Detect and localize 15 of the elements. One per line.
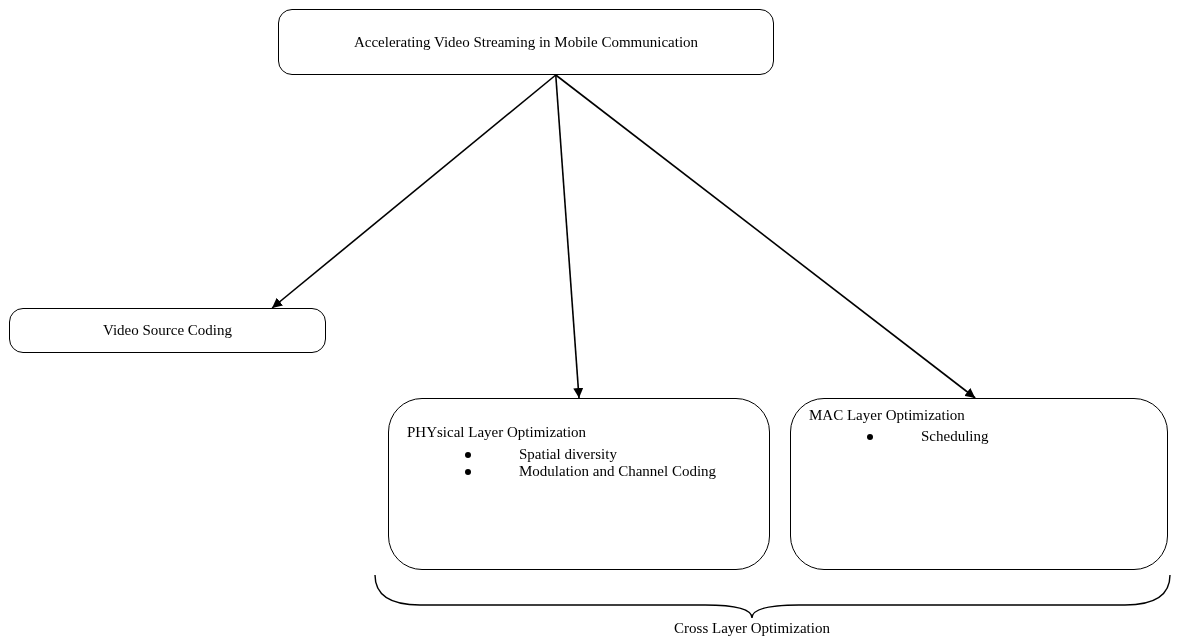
bullet-text: Spatial diversity xyxy=(519,446,617,462)
node-heading: PHYsical Layer Optimization xyxy=(407,424,587,441)
arrow xyxy=(554,74,584,399)
arrow xyxy=(554,74,976,399)
arrow xyxy=(271,74,557,309)
title-box xyxy=(278,9,774,75)
brace-label: Cross Layer Optimization xyxy=(673,620,831,637)
process-box xyxy=(388,398,770,570)
process-box xyxy=(9,308,326,353)
node-label: Accelerating Video Streaming in Mobile Communication xyxy=(353,33,699,51)
bullet-text: Modulation and Channel Coding xyxy=(519,463,717,479)
node-heading: MAC Layer Optimization xyxy=(809,407,965,424)
node-label: Video Source Coding xyxy=(102,322,233,339)
bullet-text: Scheduling xyxy=(921,428,989,444)
process-box xyxy=(790,398,1168,570)
